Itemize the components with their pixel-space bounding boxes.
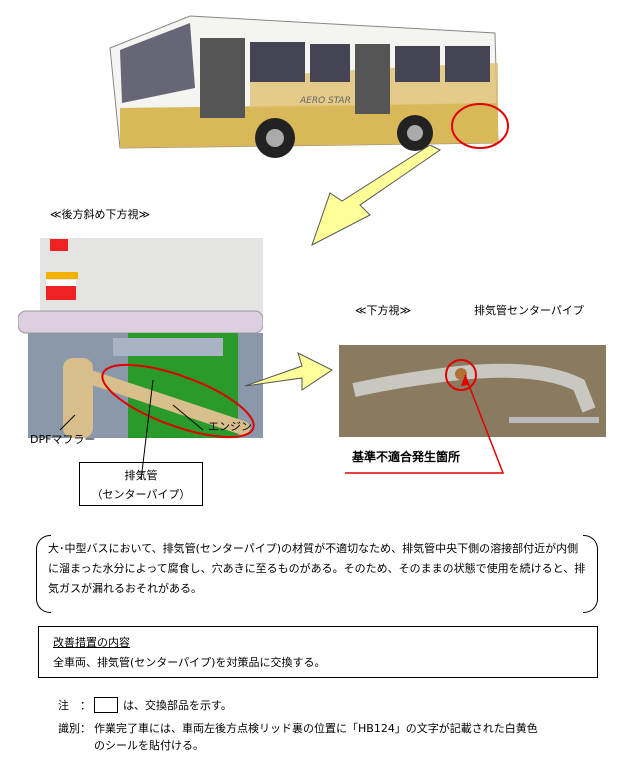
- replacement-part-legend-box: [94, 697, 118, 713]
- center-pipe-title: 排気管センターパイプ: [474, 304, 584, 317]
- leader-lines: [59, 380, 204, 480]
- action-box: 改善措置の内容 全車両、排気管(センターパイプ)を対策品に交換する。: [38, 626, 598, 678]
- defect-location-label: 基準不適合発生箇所: [352, 450, 461, 464]
- highlight-circle: [451, 103, 509, 149]
- rear-view-label: ≪後方斜め下方視≫: [50, 208, 151, 221]
- defect-leader-line: [345, 374, 505, 474]
- exhaust-pipe-label-box: 排気管 （センターパイプ）: [79, 462, 203, 506]
- defect-description: 大･中型バスにおいて、排気管(センターパイプ)の材質が不適切なため、排気管中央下…: [36, 535, 598, 613]
- pipe-photo: [339, 345, 606, 437]
- id-text-line2: のシールを貼付ける。: [94, 739, 204, 752]
- bus-photo: AERO STAR: [109, 15, 509, 158]
- engine-diagram: [18, 238, 263, 439]
- bus-logo: AERO STAR: [299, 96, 351, 106]
- id-label: 識別：: [58, 722, 91, 735]
- id-text-line1: 作業完了車には、車両左後方点検リッド裏の位置に「HB124」の文字が記載された白…: [94, 722, 538, 735]
- dpf-label: DPFマフラー: [30, 433, 96, 446]
- note-text: は、交換部品を示す。: [123, 699, 232, 712]
- bottom-view-label: ≪下方視≫: [355, 304, 412, 317]
- arrow-right-icon: [244, 352, 333, 391]
- arrow-icon: [311, 145, 441, 247]
- exhaust-pipe-label: 排気管: [124, 469, 158, 482]
- engine-label: エンジン: [208, 420, 252, 433]
- note-label: 注 ：: [58, 699, 91, 712]
- action-title: 改善措置の内容: [53, 636, 130, 649]
- action-text: 全車両、排気管(センターパイプ)を対策品に交換する。: [53, 656, 326, 669]
- exhaust-pipe-sub-label: （センターパイプ）: [91, 488, 191, 501]
